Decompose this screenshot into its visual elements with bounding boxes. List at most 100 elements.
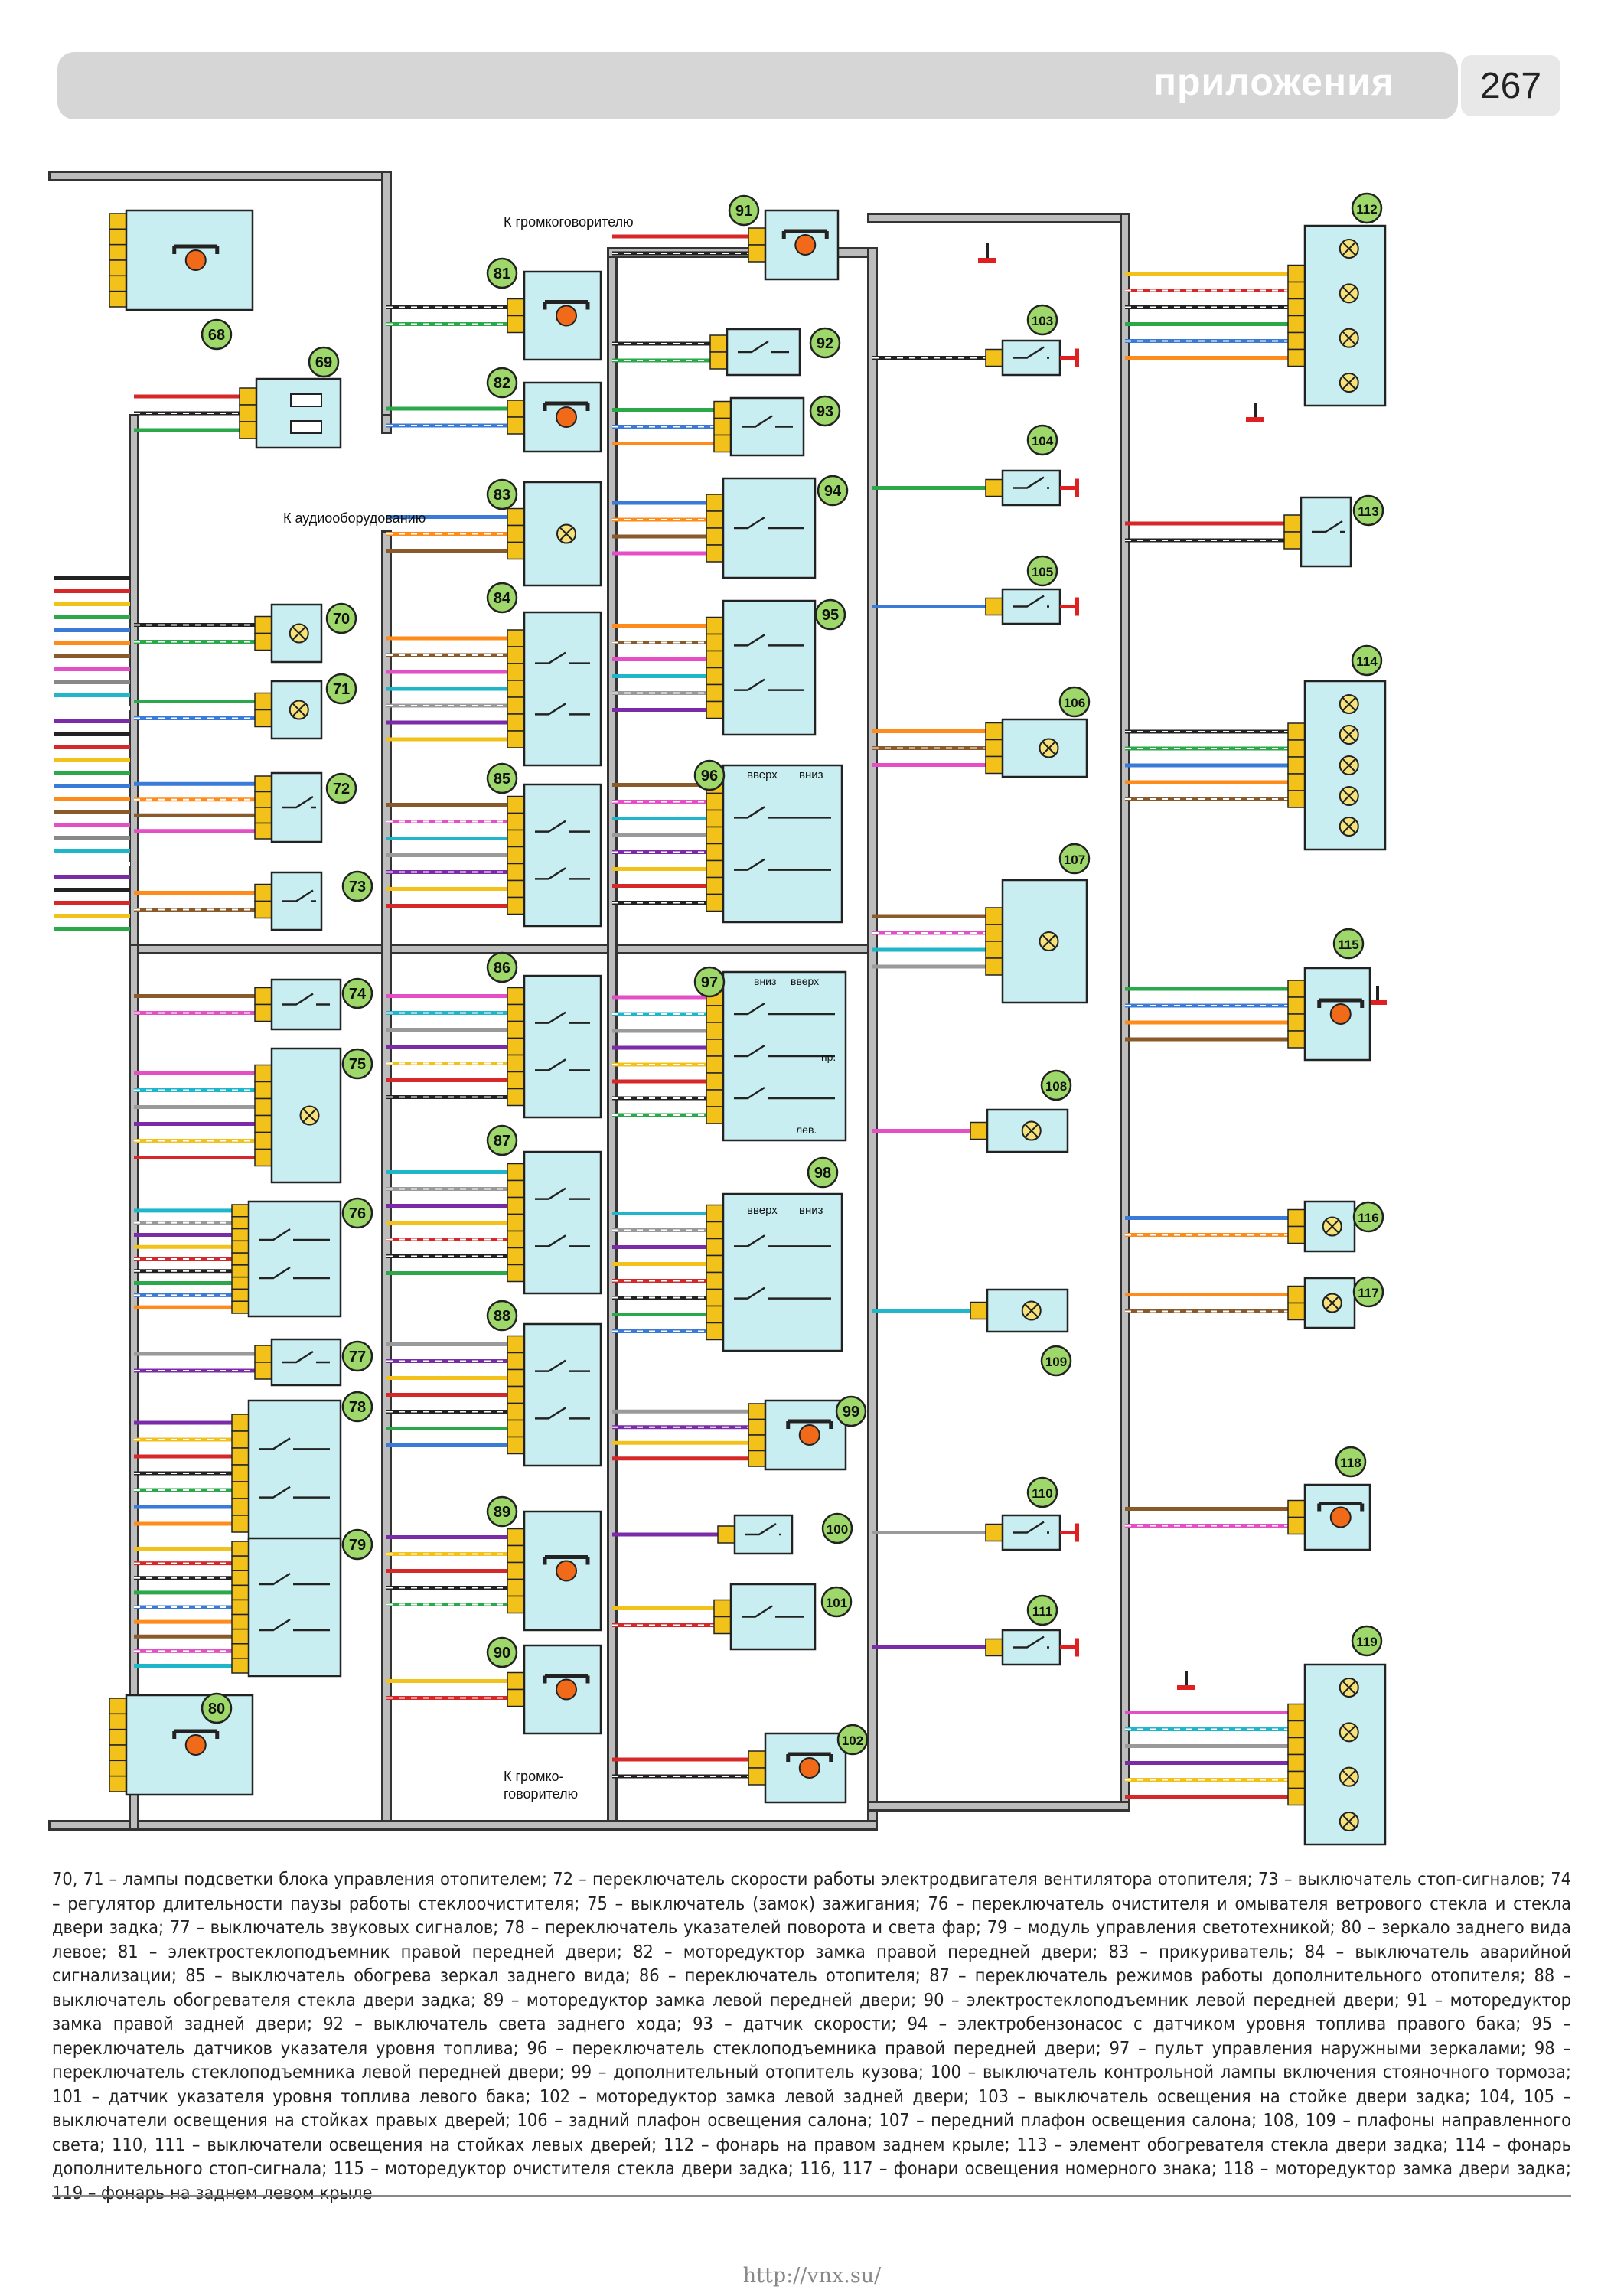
switch-symbol: [1013, 1636, 1049, 1649]
connector-pin: [706, 1039, 724, 1057]
connector-pin: [254, 1003, 272, 1022]
lamp-cross: [1042, 741, 1056, 755]
component-100: [717, 1514, 794, 1555]
connector-pin: [507, 879, 525, 899]
connector-pin: [231, 1464, 249, 1482]
connector-pin: [706, 1288, 724, 1307]
switch-symbol: [738, 340, 789, 354]
component-108: [970, 1108, 1069, 1153]
motor-symbol: [798, 1757, 820, 1779]
connector-pin: [1287, 1013, 1306, 1032]
connector-pin: [254, 1131, 272, 1150]
connector-pin: [254, 692, 272, 711]
motor-symbol: [798, 1424, 820, 1446]
component-112: [1287, 224, 1387, 407]
connector-pin: [254, 1097, 272, 1117]
switch-symbol: [734, 1234, 831, 1247]
component-body: [1001, 1629, 1061, 1666]
connector-pin: [985, 597, 1003, 616]
callout-number-89: 89: [494, 1504, 510, 1521]
callout-number-75: 75: [349, 1056, 366, 1073]
lamp-cross: [292, 626, 306, 641]
connector-pin: [1287, 1030, 1306, 1049]
callout-98: [807, 1156, 839, 1189]
connector-pin: [254, 1081, 272, 1100]
connector-pin: [1287, 756, 1306, 775]
component-115: [1287, 967, 1371, 1062]
switch-symbol: [282, 993, 330, 1006]
motor-bracket: [543, 300, 590, 310]
connector-pin: [507, 713, 525, 732]
connector-pin: [231, 1414, 249, 1432]
motor-bracket: [781, 229, 829, 239]
lamp-cross: [1342, 331, 1356, 345]
connector-pin: [231, 1481, 249, 1499]
component-109: [970, 1288, 1069, 1333]
switch-symbol: [259, 1266, 330, 1280]
callout-86: [486, 951, 518, 983]
component-93: [713, 396, 805, 457]
switch-symbol: [734, 806, 831, 819]
callout-number-78: 78: [349, 1399, 366, 1416]
switch-symbol: [535, 1011, 590, 1024]
connector-pin: [706, 1022, 724, 1040]
connector-pin: [1287, 1720, 1306, 1739]
connector-pin: [507, 416, 525, 435]
connector-pin: [1287, 315, 1306, 334]
connector-pin: [507, 1436, 525, 1455]
callout-number-94: 94: [824, 483, 842, 500]
switch-symbol: [259, 1486, 330, 1499]
component-body: [733, 1514, 794, 1555]
motor-bracket: [172, 1729, 220, 1739]
callout-number-104: 104: [1032, 434, 1054, 448]
callout-number-88: 88: [494, 1308, 510, 1325]
callout-101: [820, 1586, 853, 1618]
switch-symbol: [1013, 595, 1049, 608]
connector-pin: [985, 478, 1003, 497]
callout-104: [1026, 424, 1058, 456]
switch-symbol: [734, 1044, 835, 1058]
component-body: [270, 1338, 342, 1387]
connector-pin: [507, 1264, 525, 1283]
lamp-cross: [1342, 376, 1356, 390]
switch-symbol: [734, 858, 831, 871]
connector-pin: [985, 722, 1003, 741]
callout-93: [809, 395, 841, 427]
connector-pin: [1287, 1225, 1306, 1244]
callout-number-95: 95: [822, 607, 839, 624]
switch-symbol: [259, 1437, 330, 1450]
connector-pin: [254, 883, 272, 902]
motor-bracket: [543, 401, 590, 411]
callout-number-107: 107: [1064, 853, 1085, 867]
callout-96: [693, 759, 726, 791]
connector-pin: [1287, 264, 1306, 283]
connector-pin: [985, 739, 1003, 758]
component-95: [706, 599, 817, 736]
component-96: [706, 764, 843, 924]
connector-pin: [254, 775, 272, 793]
lamp-cross: [1342, 697, 1356, 711]
connector-pin: [706, 700, 724, 719]
callout-number-72: 72: [333, 781, 350, 797]
switch-symbol: [734, 634, 804, 647]
connector-pin: [507, 524, 525, 543]
connector-pin: [507, 987, 525, 1006]
callout-number-115: 115: [1338, 938, 1358, 952]
callout-number-87: 87: [494, 1133, 510, 1150]
switch-symbol: [282, 1350, 330, 1364]
callout-number-96: 96: [701, 768, 718, 784]
connector-pin: [713, 1599, 732, 1618]
lamp-cross: [1025, 1303, 1039, 1318]
connector-pin: [1287, 331, 1306, 351]
connector-pin: [1287, 1703, 1306, 1722]
callout-number-119: 119: [1356, 1635, 1377, 1649]
component-callouts: 6869707172737475767778798081828384858687…: [201, 192, 1384, 1756]
connector-pin: [231, 1276, 249, 1290]
callout-85: [486, 762, 518, 794]
connector-pin: [706, 1322, 724, 1341]
connector-pin: [985, 907, 1003, 925]
connector-pin: [706, 1106, 724, 1124]
callout-80: [201, 1692, 233, 1724]
connector-pin: [109, 243, 127, 261]
callout-100: [821, 1512, 853, 1544]
